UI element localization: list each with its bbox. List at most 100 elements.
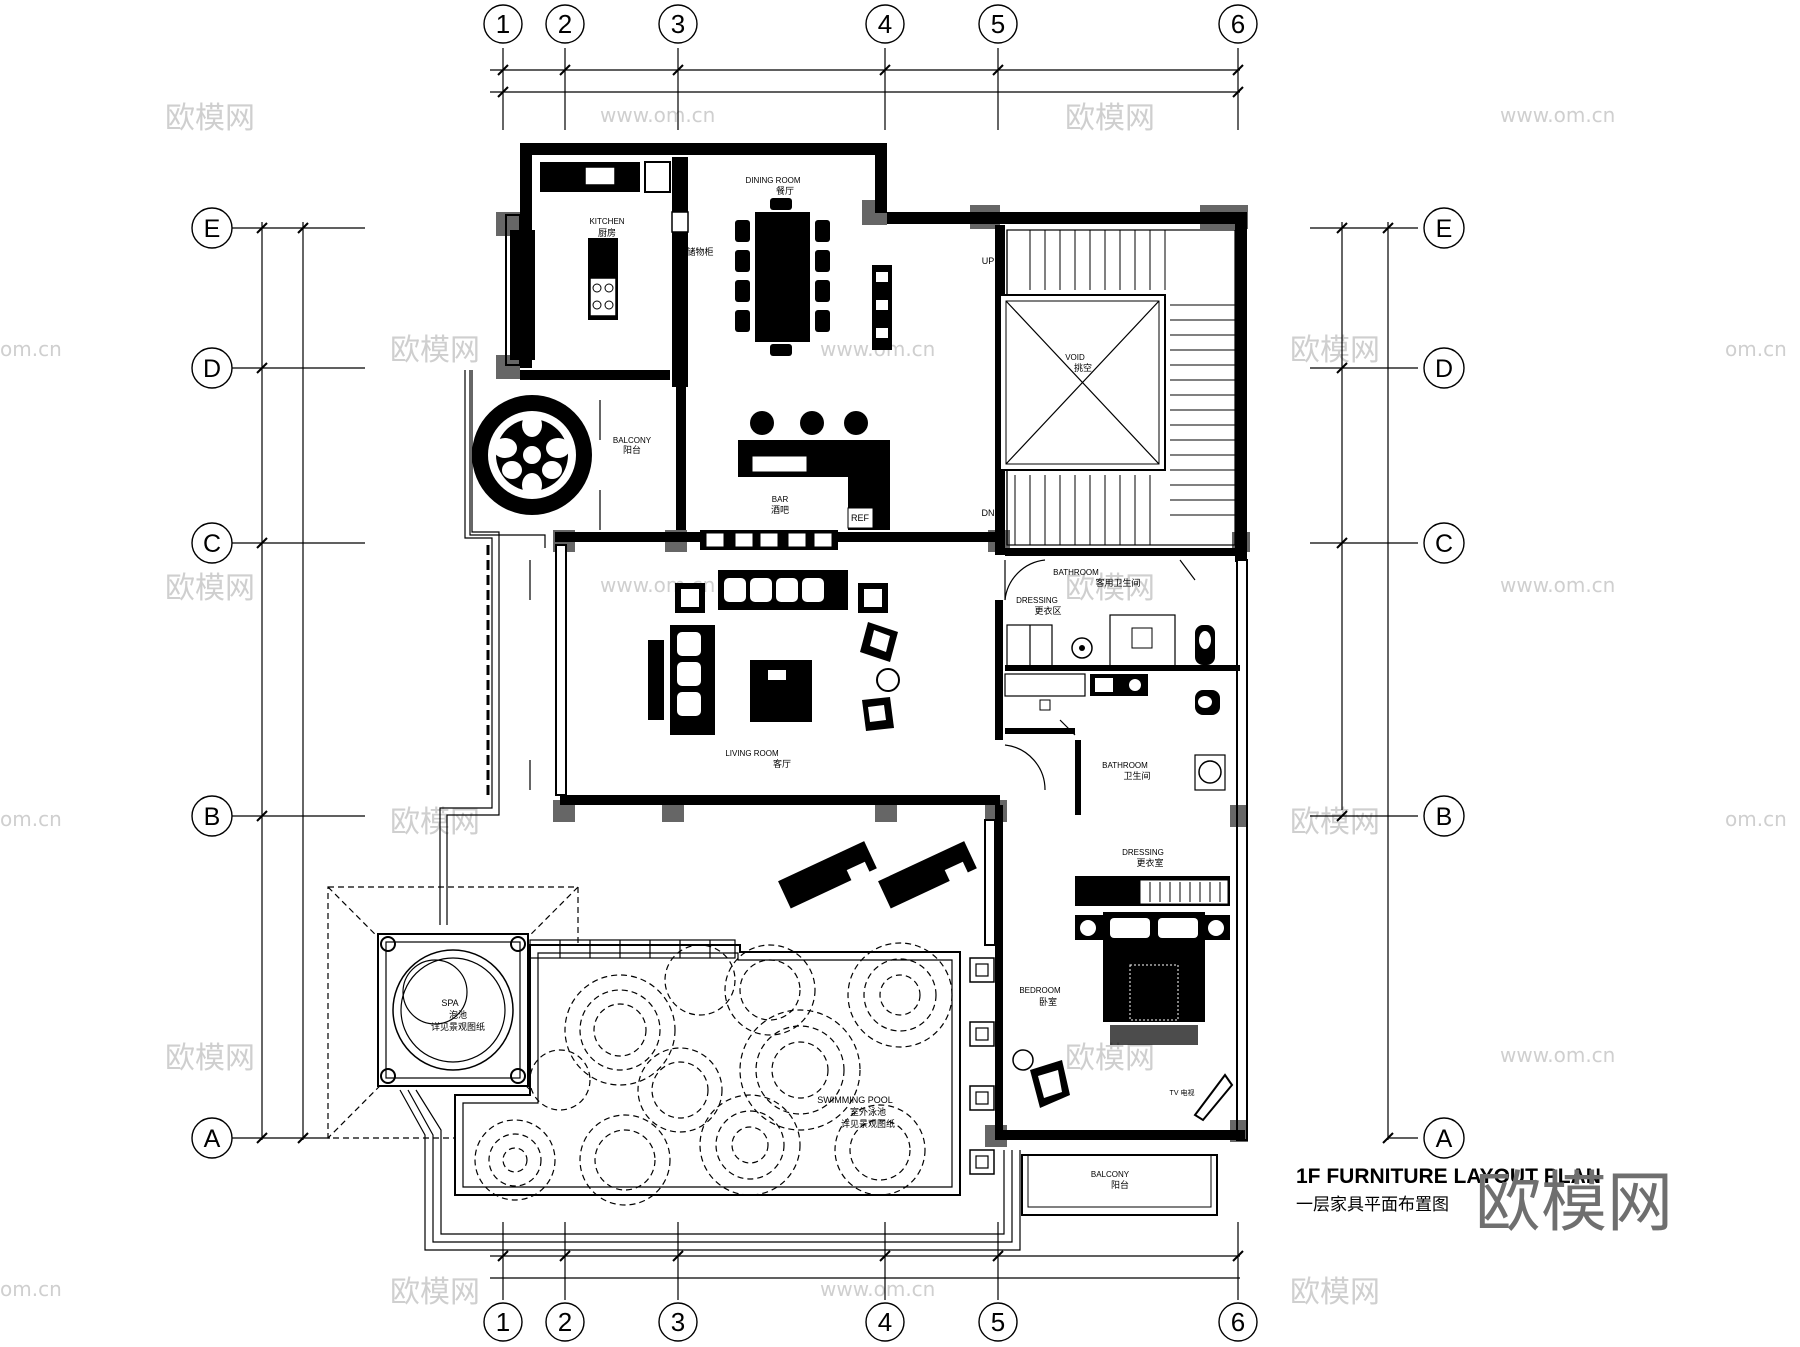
- dining-room: DINING ROOM 餐厅: [735, 176, 892, 356]
- bedroom-label-cn: 卧室: [1039, 996, 1057, 1007]
- spa-label-en: SPA: [441, 998, 458, 1008]
- ref-label: REF: [851, 513, 870, 523]
- grid-bubbles-left: E D C B A: [191, 207, 233, 1159]
- watermark-logo: 欧模网: [165, 571, 255, 606]
- balcony-nw-label-en: BALCONY: [613, 436, 652, 445]
- watermark-logo: 欧模网: [1290, 805, 1380, 840]
- dining-label-en: DINING ROOM: [745, 176, 800, 185]
- bathroom-label-en: BATHROOM: [1102, 761, 1148, 770]
- watermark-domain: om.cn: [0, 807, 62, 831]
- bar: REF BAR 酒吧: [700, 411, 890, 550]
- void-label-en: VOID: [1065, 353, 1085, 362]
- grid-dimension-lines: [232, 48, 1418, 1300]
- watermark-logo: 欧模网: [1065, 1041, 1155, 1076]
- grid-label-col: 1: [496, 1307, 510, 1337]
- void-label-cn: 挑空: [1074, 362, 1092, 373]
- grid-label-col: 1: [496, 9, 510, 39]
- bar-label-cn: 酒吧: [771, 505, 789, 515]
- east-wing: BATHROOM 客用卫生间 DRESSING 更衣区 BATHROOM 卫生间…: [1004, 568, 1234, 1216]
- grid-label-row: D: [1435, 355, 1453, 383]
- watermark-logo: 欧模网: [1290, 333, 1380, 368]
- bar-label-en: BAR: [772, 495, 789, 504]
- watermark-logo: 欧模网: [1065, 571, 1155, 606]
- grid-label-col: 3: [671, 1307, 685, 1337]
- watermark-url: www.om.cn: [1500, 1043, 1615, 1067]
- guest-bath-label-cn: 客用卫生间: [1095, 577, 1140, 588]
- drawing-title: 1F FURNITURE LAYOUT PLAN 一层家具平面布置图 欧模网: [1296, 1164, 1673, 1241]
- grid-label-row: D: [203, 355, 221, 383]
- grid-label-col: 3: [671, 9, 685, 39]
- grid-label-col: 2: [558, 1307, 572, 1337]
- spa-note: 详见景观图纸: [431, 1021, 485, 1032]
- terrace-outline: [399, 370, 1021, 1251]
- terrace-loungers: [778, 841, 977, 909]
- grid-label-col: 5: [991, 9, 1005, 39]
- bathroom-label-cn: 卫生间: [1123, 770, 1150, 781]
- grid-label-col: 2: [558, 9, 572, 39]
- dressing1-label-en: DRESSING: [1016, 596, 1058, 605]
- kitchen-label-en: KITCHEN: [589, 217, 624, 226]
- pool-label-en: SWIMMING POOL: [817, 1095, 893, 1105]
- grid-bubbles-top: 1 2 3 4 5 6: [483, 4, 1258, 44]
- grid-label-row: C: [203, 530, 221, 558]
- tv-label: TV 电视: [1170, 1088, 1195, 1097]
- kitchen: KITCHEN 厨房 储物柜: [510, 161, 714, 360]
- grid-label-row: A: [1436, 1125, 1453, 1153]
- guest-bath-label-en: BATHROOM: [1053, 568, 1099, 577]
- grid-label-col: 5: [991, 1307, 1005, 1337]
- pool-label-cn: 室外泳池: [850, 1106, 886, 1117]
- living-label-cn: 客厅: [773, 758, 791, 769]
- grid-label-row: A: [204, 1125, 221, 1153]
- balcony-se-label-en: BALCONY: [1091, 1170, 1130, 1179]
- watermark-logo: 欧模网: [165, 101, 255, 136]
- spa-label-cn: 泡池: [449, 1009, 467, 1020]
- watermark-logo: 欧模网: [390, 1275, 480, 1310]
- bedroom-label-en: BEDROOM: [1019, 986, 1061, 995]
- watermark-logo: 欧模网: [390, 333, 480, 368]
- watermark-domain: om.cn: [1725, 807, 1787, 831]
- watermark-layer: 欧模网 www.om.cn 欧模网 www.om.cn om.cn 欧模网 ww…: [0, 101, 1787, 1310]
- watermark-logo-large: 欧模网: [1475, 1164, 1673, 1241]
- watermark-url: www.om.cn: [1500, 103, 1615, 127]
- pool-note: 详见景观图纸: [841, 1118, 895, 1129]
- watermark-url: www.om.cn: [1500, 573, 1615, 597]
- drawing-title-cn: 一层家具平面布置图: [1296, 1195, 1449, 1214]
- grid-label-col: 4: [878, 1307, 892, 1337]
- balcony-se-label-cn: 阳台: [1111, 1179, 1129, 1190]
- stair-up-label: UP: [982, 256, 995, 266]
- drawing-title-en: 1F FURNITURE LAYOUT PLAN: [1296, 1165, 1601, 1188]
- grid-label-row: B: [1436, 803, 1453, 831]
- grid-label-row: B: [204, 803, 221, 831]
- watermark-domain: om.cn: [0, 337, 62, 361]
- dressing1-label-cn: 更衣区: [1034, 605, 1061, 616]
- grid-bubbles-bottom: 1 2 3 4 5 6: [483, 1302, 1258, 1342]
- grid-label-col: 6: [1231, 1307, 1245, 1337]
- dressing2-label-cn: 更衣室: [1136, 857, 1163, 868]
- watermark-logo: 欧模网: [1065, 101, 1155, 136]
- grid-label-row: E: [204, 215, 221, 243]
- stair-void: VOID 挑空 UP DN: [982, 229, 1236, 546]
- balcony-nw: BALCONY 阳台: [472, 395, 652, 515]
- living-room: LIVING ROOM 客厅: [648, 570, 900, 769]
- kitchen-label-cn: 厨房: [598, 227, 616, 238]
- watermark-domain: om.cn: [1725, 337, 1787, 361]
- grid-label-row: C: [1435, 530, 1453, 558]
- door-swings: [529, 400, 1196, 791]
- pantry-label-cn: 储物柜: [686, 246, 713, 257]
- dressing2-label-en: DRESSING: [1122, 848, 1164, 857]
- grid-label-col: 4: [878, 9, 892, 39]
- swimming-pool: SWIMMING POOL 室外泳池 详见景观图纸: [454, 939, 995, 1206]
- watermark-domain: om.cn: [0, 1277, 62, 1301]
- watermark-url: www.om.cn: [600, 103, 715, 127]
- dining-label-cn: 餐厅: [776, 185, 794, 196]
- spa: SPA 泡池 详见景观图纸: [327, 886, 579, 1139]
- watermark-logo: 欧模网: [1290, 1275, 1380, 1310]
- watermark-logo: 欧模网: [165, 1041, 255, 1076]
- watermark-logo: 欧模网: [390, 805, 480, 840]
- balcony-nw-label-cn: 阳台: [623, 444, 641, 455]
- grid-bubbles-right: E D C B A: [1423, 207, 1465, 1159]
- watermark-url: www.om.cn: [820, 1277, 935, 1301]
- grid-label-col: 6: [1231, 9, 1245, 39]
- grid-label-row: E: [1436, 215, 1453, 243]
